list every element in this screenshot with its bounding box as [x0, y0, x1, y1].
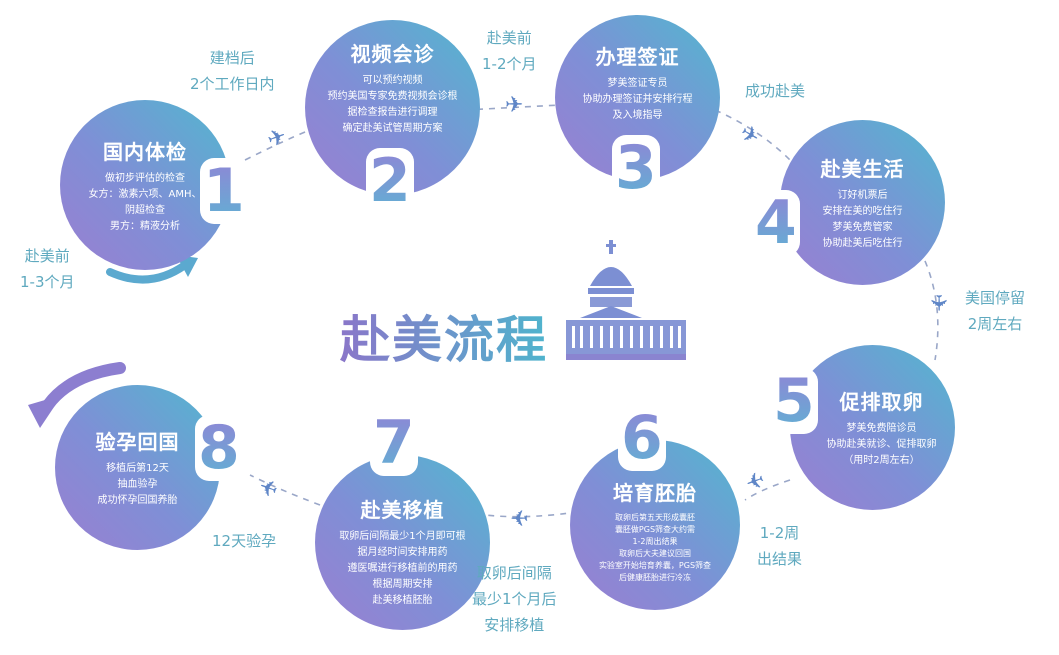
step-7-line: 遵医嘱进行移植前的用药	[347, 563, 458, 574]
capitol-building-icon	[566, 240, 686, 360]
step-4-line: 梦美免费管家	[832, 222, 893, 233]
step-7-circle: 赴美移植 取卵后间隔最少1个月即可根 据月经时间安排用药 遵医嘱进行移植前的用药…	[315, 455, 490, 630]
step-2-line: 预约美国专家免费视频会诊根	[327, 91, 458, 102]
step-5-line: （用时2周左右）	[843, 455, 920, 466]
step-4-line: 协助赴美后吃住行	[822, 238, 903, 249]
step-1-line: 阴超检查	[125, 204, 165, 216]
step-7-line: 据月经时间安排用药	[357, 547, 448, 558]
step-2-line: 确定赴美试管周期方案	[342, 123, 443, 134]
step-1-line: 女方：激素六项、AMH、	[88, 188, 202, 200]
step-5-title: 促排取卵	[839, 390, 924, 414]
step-1-title: 国内体检	[103, 139, 187, 164]
step-8-line: 抽血验孕	[117, 479, 158, 490]
step-6-line: 取卵后第五天形成囊胚	[615, 512, 695, 522]
step-3-title: 办理签证	[595, 45, 680, 69]
step-2-number: 2	[366, 148, 414, 214]
step-1-line: 做初步评估的检查	[105, 172, 185, 184]
step-6-line: 囊胚做PGS筛查大约需	[614, 524, 696, 534]
step-6-line: 实验室开始培育养囊，PGS筛查	[598, 560, 712, 570]
step-3-number: 3	[612, 135, 660, 201]
step-8-circle: 验孕回国 移植后第12天 抽血验孕 成功怀孕回国养胎	[55, 385, 220, 550]
step-8-line: 移植后第12天	[106, 463, 169, 474]
step-8-line: 成功怀孕回国养胎	[97, 495, 178, 506]
step-6-title: 培育胚胎	[613, 480, 697, 505]
step-7-number: 7	[370, 410, 418, 476]
curved-arrow-end-icon	[28, 362, 126, 428]
step-2-line: 可以预约视频	[362, 75, 423, 86]
plane-icon: ✈	[505, 93, 524, 118]
step-4-line: 订好机票后	[837, 190, 888, 201]
note-between-3-4: 成功赴美	[745, 82, 806, 100]
step-5-circle: 促排取卵 梦美免费陪诊员 协助赴美就诊、促排取卵 （用时2周左右）	[790, 345, 955, 510]
step-5-number: 5	[770, 368, 818, 434]
step-6-number: 6	[618, 405, 666, 471]
step-1-line: 男方：精液分析	[110, 220, 180, 232]
step-3-line: 及入境指导	[612, 110, 663, 121]
step-4-circle: 赴美生活 订好机票后 安排在美的吃住行 梦美免费管家 协助赴美后吃住行	[780, 120, 945, 285]
plane-icon: ✈	[510, 504, 529, 529]
step-5-line: 梦美免费陪诊员	[846, 423, 917, 434]
step-6-line: 1-2周出结果	[632, 536, 678, 546]
step-7-line: 取卵后间隔最少1个月即可根	[339, 531, 466, 542]
note-between-5-6: 1-2周出结果	[757, 524, 803, 568]
step-1-number: 1	[200, 158, 248, 224]
step-4-line: 安排在美的吃住行	[822, 206, 903, 217]
step-8-title: 验孕回国	[95, 430, 180, 454]
plane-icon: ✈	[925, 293, 951, 313]
step-5-line: 协助赴美就诊、促排取卵	[826, 439, 937, 450]
step-8-number: 8	[195, 415, 243, 481]
step-4-number: 4	[752, 190, 800, 256]
step-6-line: 取卵后大夫建议回国	[619, 548, 691, 558]
step-7-title: 赴美移植	[360, 498, 445, 522]
step-7-line: 根据周期安排	[372, 579, 433, 590]
step-6-line: 后健康胚胎进行冷冻	[619, 572, 691, 582]
note-between-7-8: 12天验孕	[212, 532, 277, 550]
diagram-title: 赴美流程	[340, 300, 548, 372]
step-2-title: 视频会诊	[350, 42, 435, 66]
note-between-6-7: 取卵后间隔最少1个月后安排移植	[472, 564, 557, 634]
step-4-title: 赴美生活	[820, 157, 905, 181]
step-3-line: 协助办理签证并安排行程	[582, 94, 693, 105]
step-2-line: 据检查报告进行调理	[347, 107, 438, 118]
step-7-line: 赴美移植胚胎	[372, 595, 433, 606]
step-3-line: 梦美签证专员	[607, 78, 668, 89]
